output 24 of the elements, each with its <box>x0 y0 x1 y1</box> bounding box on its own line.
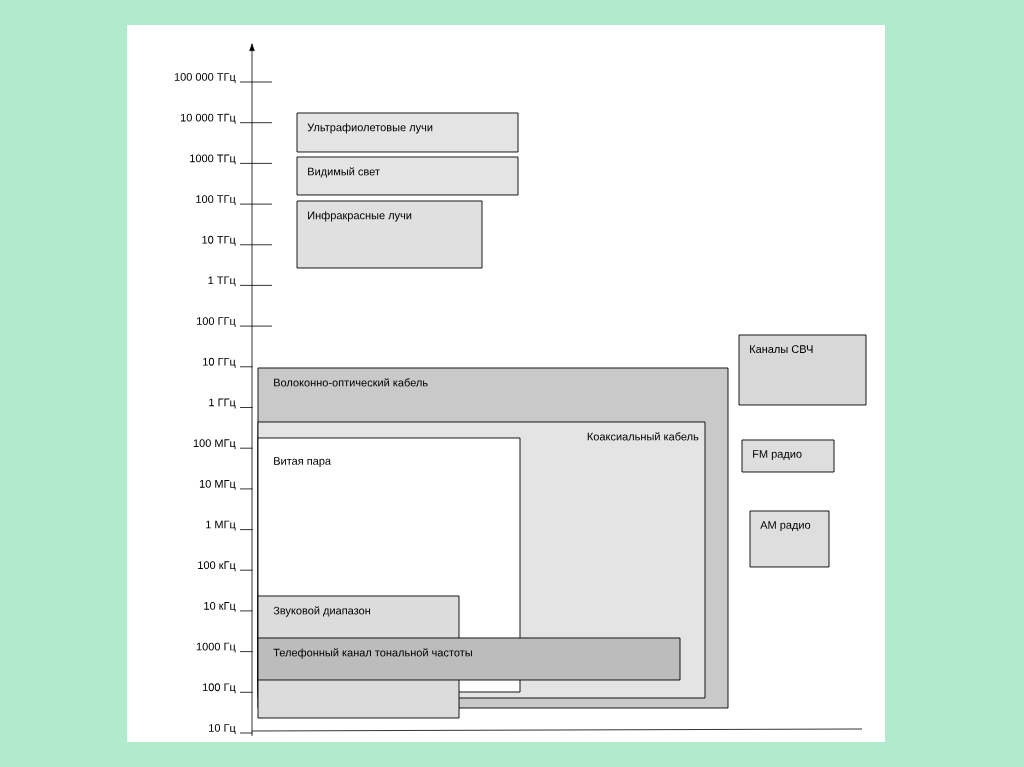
tick-label: 1000 Гц <box>196 642 236 653</box>
tick-label: 10 ГГц <box>203 357 236 368</box>
band-box: Телефонный канал тональной частоты <box>257 637 681 681</box>
tick-label: 100 Гц <box>202 683 236 694</box>
range-box: FM радио <box>741 439 835 473</box>
tick-label: 10 ТГц <box>202 235 236 246</box>
tick-label: 1 ТГц <box>208 276 236 287</box>
range-box: Каналы СВЧ <box>738 334 867 406</box>
tick-label: 10 МГц <box>199 479 236 490</box>
range-box: AM радио <box>749 510 830 568</box>
tick-label: 100 ГГц <box>197 317 236 328</box>
range-box: Инфракрасные лучи <box>296 200 483 269</box>
tick-label: 1 ГГц <box>209 398 236 409</box>
tick-label: 100 кГц <box>198 561 236 572</box>
tick-label: 10 Гц <box>209 724 236 734</box>
range-box: Ультрафиолетовые лучи <box>296 112 519 153</box>
range-box: Видимый свет <box>296 156 519 196</box>
tick-label: 100 МГц <box>193 439 236 450</box>
tick-label: 10 000 ТГц <box>180 113 236 124</box>
tick-label: 100 000 ТГц <box>174 73 236 83</box>
tick-label: 1 МГц <box>206 520 236 531</box>
tick-label: 1000 ТГц <box>190 154 236 165</box>
tick-label: 100 ТГц <box>196 195 236 206</box>
tick-label: 10 кГц <box>204 601 236 612</box>
